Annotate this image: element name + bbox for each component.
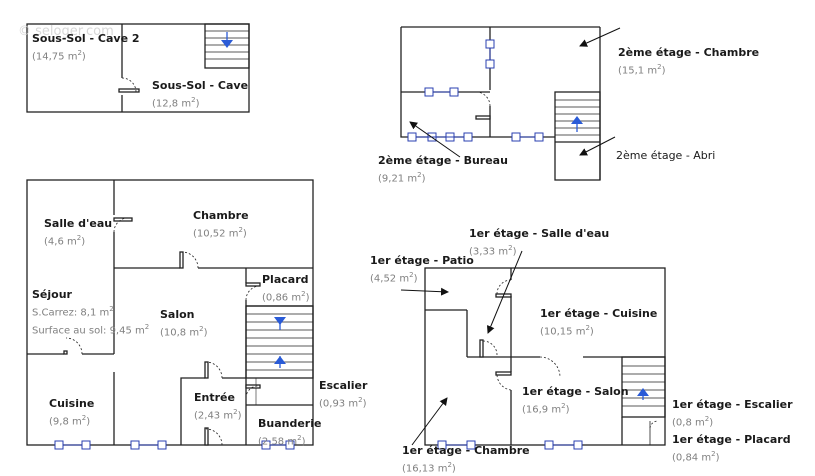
room-label-2-abri: 2ème étage - Abri (616, 149, 716, 162)
room-label-1-chambre: 1er étage - Chambre (16,13 m2) (402, 444, 530, 475)
room-label-salle-eau: Salle d'eau (4,6 m2) (44, 217, 113, 248)
room-label-chambre: Chambre (10,52 m2) (193, 209, 249, 240)
basement-plan (26, 23, 250, 113)
second-floor-plan (400, 26, 601, 181)
room-label-cave2: Sous-Sol - Cave 2 (14,75 m2) (32, 32, 140, 63)
room-label-escalier: Escalier (0,93 m2) (319, 379, 368, 410)
room-label-placard: Placard (0,86 m2) (262, 273, 310, 304)
room-label-2-chambre: 2ème étage - Chambre (15,1 m2) (618, 46, 760, 77)
room-label-entree: Entrée (2,43 m2) (194, 391, 242, 422)
room-label-1-salle-eau: 1er étage - Salle d'eau (3,33 m2) (469, 227, 610, 258)
room-label-buanderie: Buanderie (2,58 m2) (258, 417, 322, 448)
ground-floor-plan (26, 179, 314, 450)
room-label-1-cuisine: 1er étage - Cuisine (10,15 m2) (540, 307, 658, 338)
room-label-cuisine: Cuisine (9,8 m2) (49, 397, 95, 428)
room-label-cave: Sous-Sol - Cave (12,8 m2) (152, 79, 249, 110)
callout-arrows (400, 27, 621, 446)
room-label-sejour: Séjour S.Carrez: 8,1 m2 Surface au sol: … (32, 288, 150, 337)
watermark: © seloger.com (18, 24, 114, 39)
room-label-1-escalier: 1er étage - Escalier (0,8 m2) (672, 398, 793, 429)
room-label-1-salon: 1er étage - Salon (16,9 m2) (522, 385, 629, 416)
first-floor-plan (424, 267, 666, 450)
room-label-1-placard: 1er étage - Placard (0,84 m2) (672, 433, 791, 464)
room-label-salon: Salon (10,8 m2) (160, 308, 208, 339)
room-label-1-patio: 1er étage - Patio (4,52 m2) (370, 254, 474, 285)
room-label-2-bureau: 2ème étage - Bureau (9,21 m2) (378, 154, 508, 185)
